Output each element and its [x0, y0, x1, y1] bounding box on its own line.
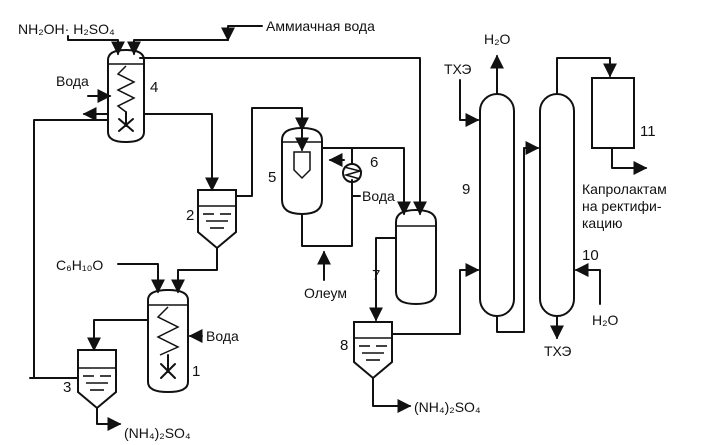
label-caprolactam: Капролактам на ректифи- кацию [582, 181, 671, 231]
label-cyclohexanone: C₆H₁₀O [56, 257, 103, 273]
vessel-11 [591, 77, 635, 149]
label-h2o-top: H₂O [484, 31, 511, 47]
label-oleum: Олеум [304, 285, 347, 301]
column-10 [539, 93, 575, 317]
label-nh2oh: NH₂OH· H₂SO₄ [18, 21, 115, 37]
number-2: 2 [186, 207, 194, 224]
caprolactam-line-2: на ректифи- [582, 198, 662, 214]
label-h2o-bottom: H₂O [592, 312, 619, 328]
heat-exchanger-6 [342, 163, 363, 183]
pipes [29, 25, 648, 431]
label-tce-in: ТХЭ [444, 61, 471, 77]
number-8: 8 [340, 337, 348, 354]
separator-2 [197, 189, 237, 250]
label-water-4: Вода [56, 73, 89, 89]
number-3: 3 [63, 379, 71, 396]
reactor-4 [107, 48, 145, 144]
label-water-6: Вода [362, 188, 395, 204]
number-5: 5 [268, 169, 276, 186]
number-6: 6 [370, 154, 378, 171]
label-ammonium-sulfate-8: (NH₄)₂SO₄ [414, 399, 481, 415]
number-11: 11 [640, 123, 656, 140]
separator-3 [77, 349, 117, 410]
number-7: 7 [372, 267, 380, 284]
number-1: 1 [192, 363, 200, 380]
number-4: 4 [150, 79, 158, 96]
caprolactam-line-1: Капролактам [582, 181, 667, 197]
label-ammonia-water: Аммиачная вода [266, 18, 375, 34]
number-9: 9 [462, 181, 470, 198]
label-ammonium-sulfate-3: (NH₄)₂SO₄ [124, 425, 191, 441]
column-9 [479, 93, 515, 317]
reactor-5 [281, 126, 323, 216]
label-water-1: Вода [206, 328, 239, 344]
number-10: 10 [582, 247, 599, 264]
neutralizer-7 [395, 208, 437, 306]
separator-8 [353, 321, 393, 380]
reactor-1 [147, 288, 189, 394]
label-tce-out: ТХЭ [544, 343, 571, 359]
caprolactam-line-3: кацию [582, 215, 623, 231]
